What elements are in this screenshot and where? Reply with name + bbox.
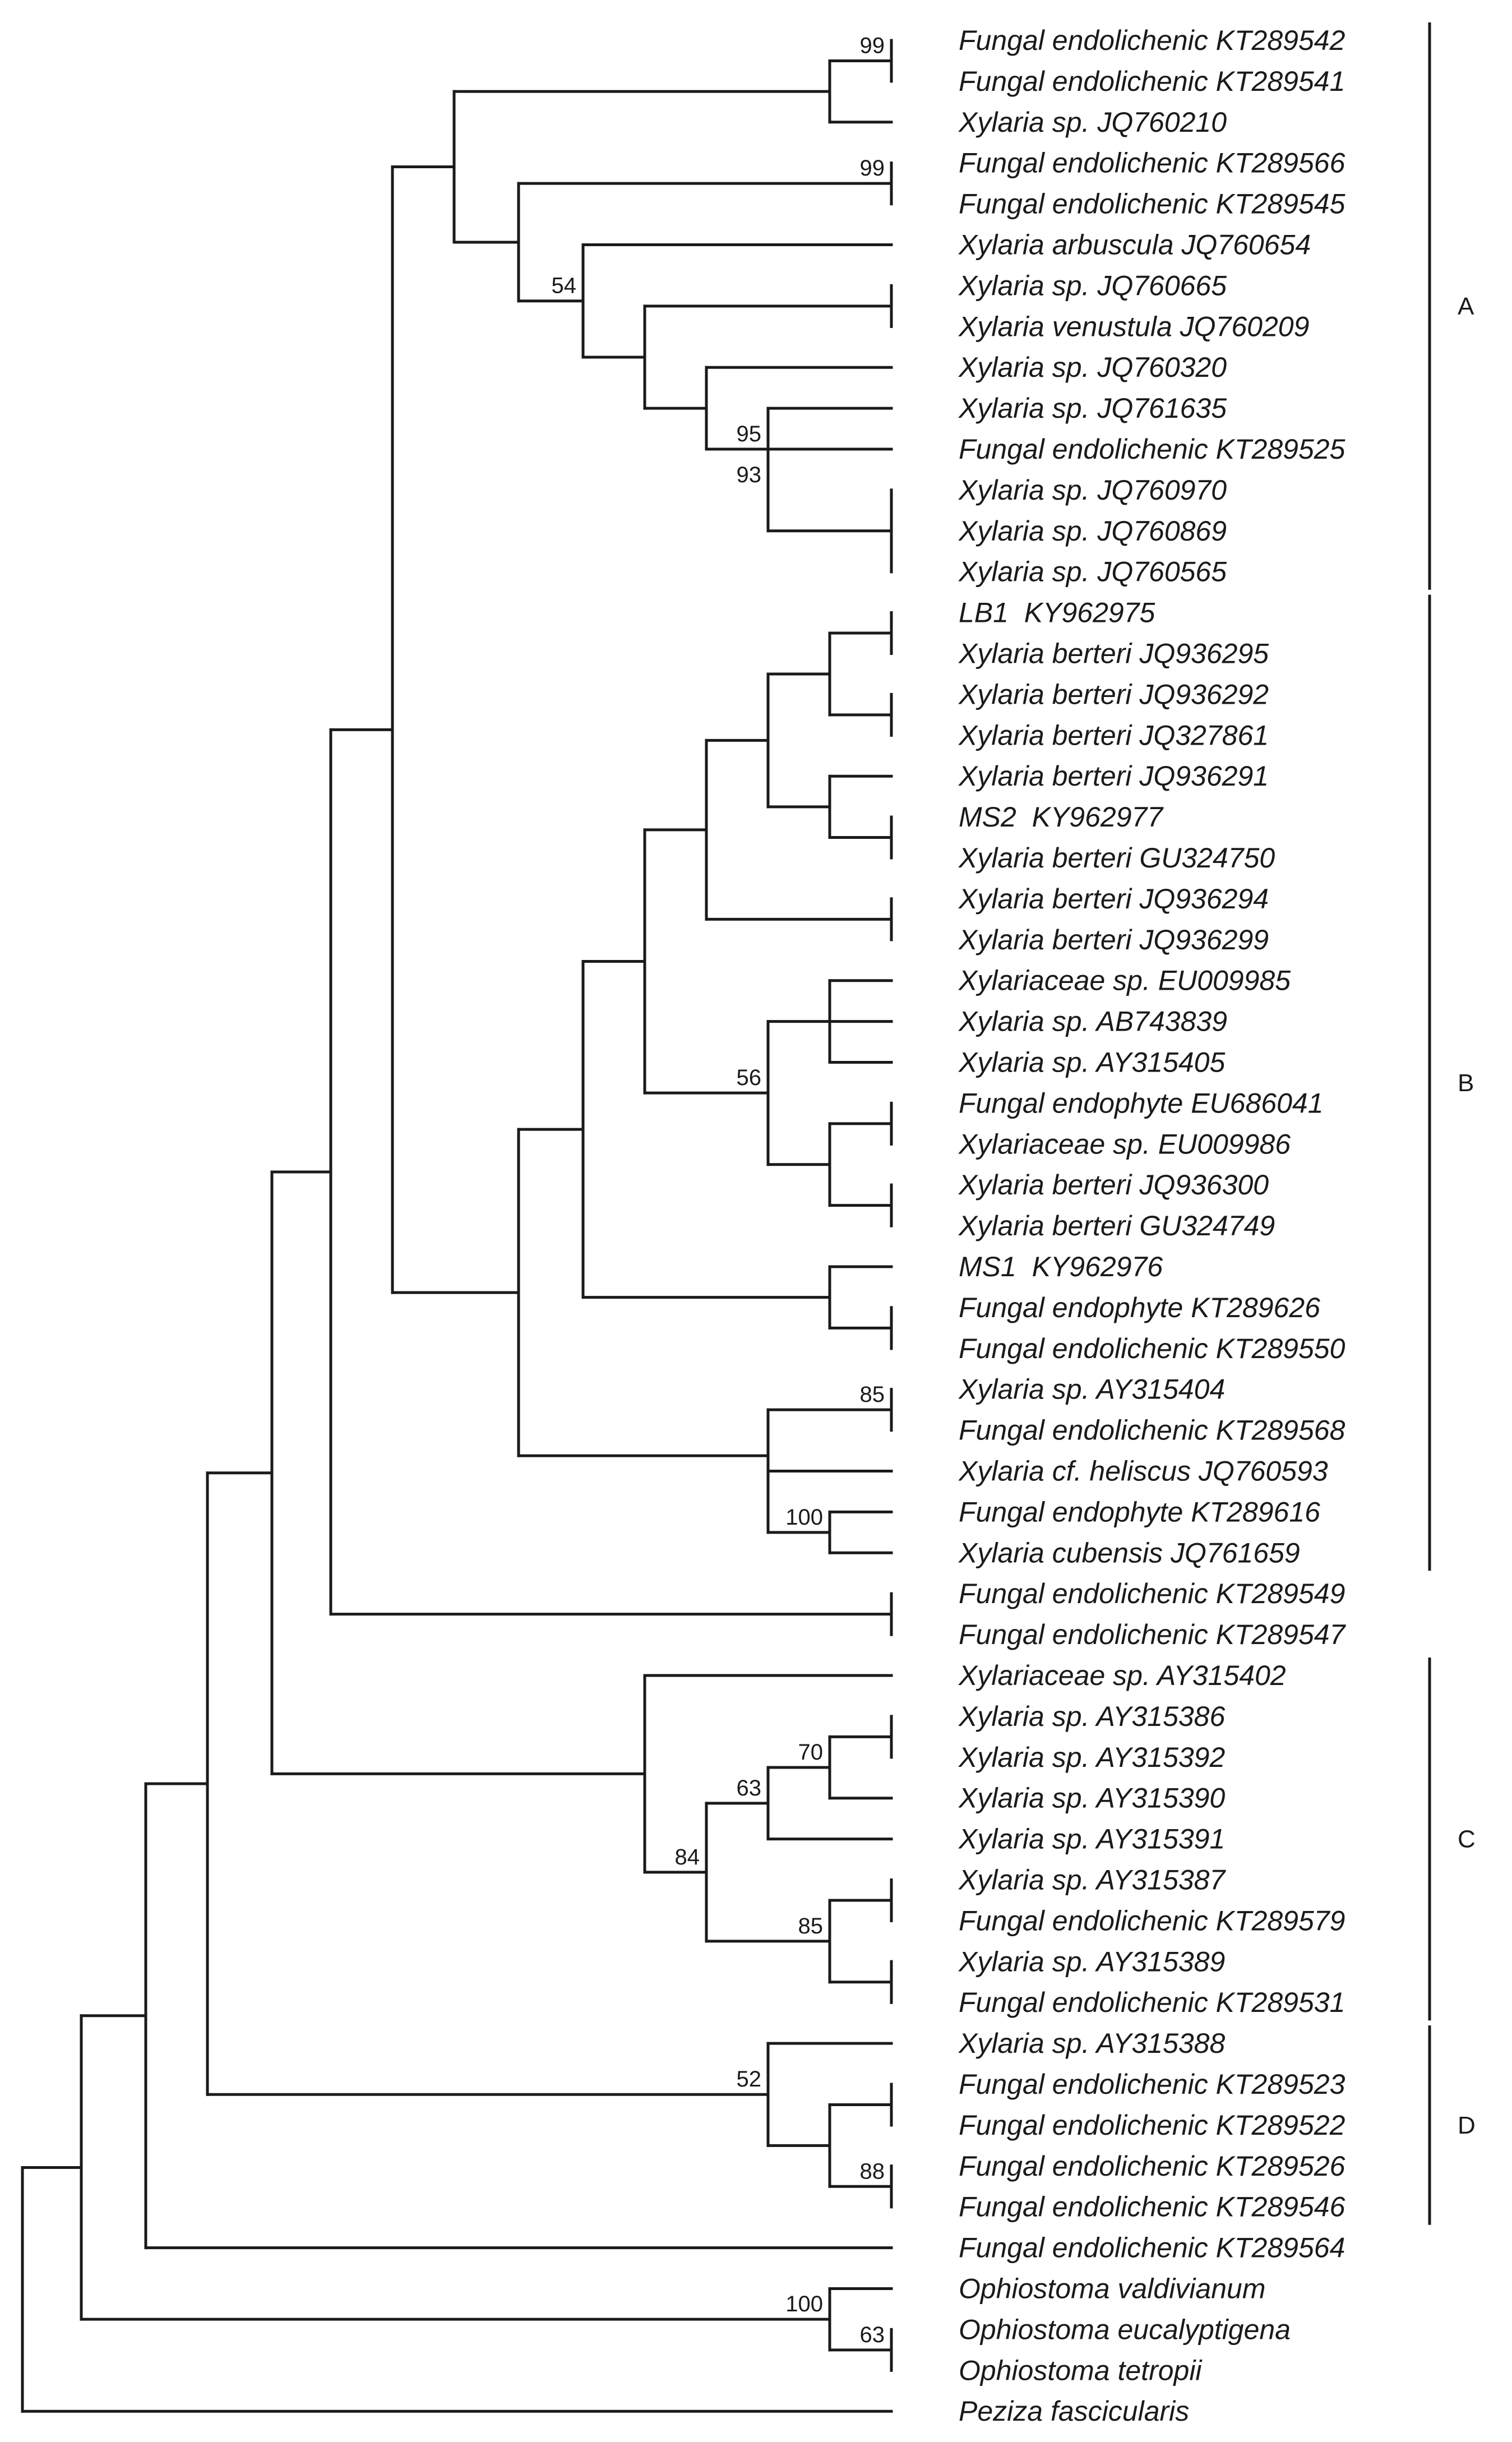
taxon-label: Xylariaceae sp. AY315402: [958, 1660, 1286, 1691]
taxon-label: Xylaria sp. AY315392: [958, 1742, 1225, 1773]
bootstrap-value: 99: [860, 156, 885, 181]
taxon-label: Xylaria berteri JQ936295: [958, 638, 1269, 670]
taxon-label: Fungal endolichenic KT289541: [959, 66, 1345, 97]
taxon-label: Xylaria sp. JQ760210: [958, 107, 1227, 138]
taxon-label: Xylaria sp. AY315386: [958, 1701, 1225, 1732]
taxon-label: Fungal endolichenic KT289545: [959, 188, 1345, 220]
bootstrap-value: 99: [860, 33, 885, 58]
taxon-label: MS2 KY962977: [959, 801, 1164, 833]
bootstrap-value: 93: [737, 463, 762, 487]
taxon-label: Fungal endolichenic KT289550: [959, 1333, 1345, 1364]
taxon-label: Fungal endolichenic KT289549: [959, 1578, 1345, 1609]
taxon-label: Xylaria sp. AY315387: [958, 1864, 1226, 1896]
bootstrap-value: 85: [860, 1382, 885, 1407]
taxon-label: Ophiostoma valdivianum: [959, 2273, 1266, 2305]
clade-label: D: [1458, 2112, 1476, 2139]
clade-brackets: A B C D: [1428, 22, 1476, 2225]
bootstrap-value: 100: [785, 2292, 823, 2316]
taxon-label: Fungal endolichenic KT289531: [959, 1987, 1345, 2018]
taxon-label: Xylaria berteri GU324749: [958, 1210, 1275, 1241]
taxon-label: Fungal endolichenic KT289523: [959, 2069, 1345, 2100]
bootstrap-value: 52: [737, 2067, 762, 2092]
bootstrap-value: 63: [737, 1776, 762, 1801]
clade-label: B: [1458, 1069, 1474, 1097]
tree-branches: [21, 39, 893, 2413]
bootstrap-value: 70: [798, 1740, 824, 1765]
taxon-label: Xylaria berteri JQ936300: [958, 1169, 1269, 1201]
taxon-label: Fungal endolichenic KT289568: [959, 1415, 1345, 1446]
taxon-label: Xylariaceae sp. EU009986: [958, 1128, 1291, 1160]
taxon-label: Xylaria cf. heliscus JQ760593: [958, 1456, 1328, 1487]
taxon-label: Fungal endolichenic KT289542: [959, 25, 1345, 56]
taxon-label: Xylaria berteri JQ936299: [958, 924, 1269, 955]
bootstrap-value: 88: [860, 2159, 885, 2184]
bootstrap-value: 85: [798, 1914, 824, 1938]
taxon-label: MS1 KY962976: [959, 1251, 1163, 1282]
taxon-label: Fungal endolichenic KT289564: [959, 2232, 1345, 2264]
taxon-label: Fungal endolichenic KT289566: [959, 147, 1345, 179]
taxon-label: Xylaria sp. AY315390: [958, 1783, 1225, 1814]
taxon-label: Xylaria berteri JQ936291: [958, 760, 1269, 792]
taxon-label: Xylaria sp. AY315404: [958, 1374, 1225, 1405]
taxon-label: Xylaria sp. JQ761635: [958, 393, 1227, 424]
bootstrap-value: 56: [737, 1065, 762, 1090]
taxon-label: Fungal endolichenic KT289579: [959, 1905, 1345, 1936]
taxon-label: Xylaria venustula JQ760209: [958, 311, 1309, 342]
taxon-label: Xylaria sp. AY315388: [958, 2028, 1225, 2059]
taxon-label: Xylaria berteri GU324750: [958, 842, 1275, 874]
taxon-label: Fungal endolichenic KT289522: [959, 2109, 1345, 2141]
taxon-label: Xylaria sp. AB743839: [958, 1006, 1227, 1037]
taxon-label: Ophiostoma eucalyptigena: [959, 2314, 1291, 2345]
taxon-label: Xylaria cubensis JQ761659: [958, 1537, 1300, 1568]
taxon-label: Xylaria berteri JQ327861: [958, 719, 1269, 751]
taxon-label: Fungal endolichenic KT289526: [959, 2150, 1345, 2182]
taxon-label: Fungal endolichenic KT289547: [959, 1619, 1347, 1650]
taxon-label: Xylaria sp. JQ760970: [958, 474, 1227, 506]
taxon-label: Ophiostoma tetropii: [959, 2355, 1203, 2386]
clade-label: C: [1458, 1826, 1476, 1853]
taxon-label: LB1 KY962975: [959, 597, 1155, 629]
taxon-label: Fungal endolichenic KT289546: [959, 2191, 1345, 2223]
taxon-label: Xylaria berteri JQ936294: [958, 883, 1269, 915]
taxon-label: Peziza fascicularis: [959, 2395, 1189, 2427]
taxon-label: Xylaria sp. AY315389: [958, 1946, 1225, 1977]
bootstrap-value: 95: [737, 422, 762, 446]
taxon-label: Fungal endolichenic KT289525: [959, 433, 1345, 465]
bootstrap-value: 100: [785, 1505, 823, 1530]
taxon-label: Xylaria sp. AY315405: [958, 1047, 1225, 1078]
taxon-label: Xylaria arbuscula JQ760654: [958, 229, 1311, 261]
taxon-label: Xylaria sp. JQ760869: [958, 515, 1227, 547]
taxon-label: Fungal endophyte KT289626: [959, 1292, 1320, 1323]
bootstrap-support-values: 99 99 54 95 93 56 85 100 70 63 84 85 88 52 100 63: [552, 33, 885, 2347]
taxon-label: Fungal endophyte EU686041: [959, 1087, 1324, 1119]
bootstrap-value: 63: [860, 2323, 885, 2347]
taxon-label: Xylaria sp. JQ760565: [958, 556, 1227, 588]
taxon-label: Xylaria sp. JQ760665: [958, 270, 1227, 301]
bootstrap-value: 84: [675, 1845, 700, 1869]
taxon-label: Xylaria sp. AY315391: [958, 1824, 1225, 1855]
taxon-label: Fungal endophyte KT289616: [959, 1496, 1320, 1527]
taxon-label: Xylaria berteri JQ936292: [958, 678, 1269, 710]
taxon-label: Xylariaceae sp. EU009985: [958, 965, 1291, 996]
clade-label: A: [1458, 293, 1474, 320]
bootstrap-value: 54: [552, 274, 577, 298]
taxon-label: Xylaria sp. JQ760320: [958, 352, 1227, 383]
